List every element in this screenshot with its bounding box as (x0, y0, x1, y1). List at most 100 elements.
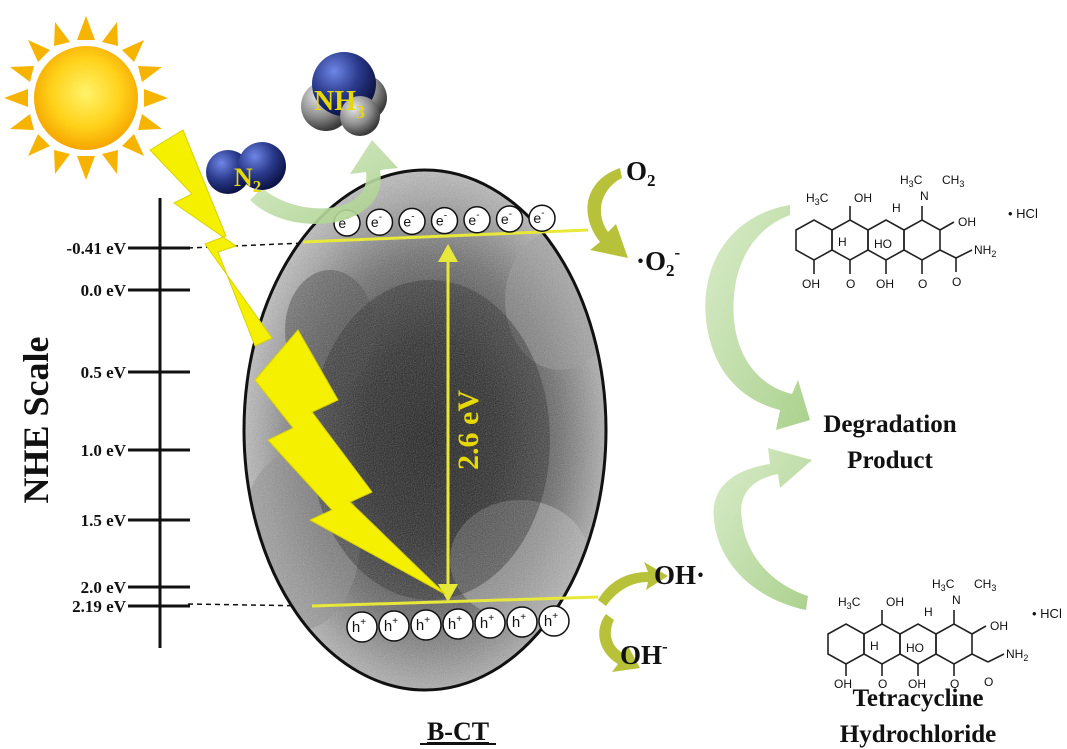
tetracycline-label: Tetracycline (853, 685, 984, 712)
nh3-label: NH3 (314, 86, 365, 122)
hole-icon: h+ (506, 606, 538, 638)
bandgap-arrow (438, 244, 458, 602)
svg-text:h+: h+ (416, 615, 430, 634)
hcl-label-top: • HCl (1008, 206, 1038, 221)
svg-text:H: H (870, 639, 879, 653)
hole-icon: h+ (378, 610, 410, 642)
scale-tick-label-0: -0.41 eV (67, 239, 127, 258)
svg-text:H3C: H3C (838, 595, 861, 611)
svg-text:N: N (920, 189, 929, 203)
svg-text:CH3: CH3 (942, 173, 964, 189)
scale-tick-label-5: 2.0 eV (81, 578, 127, 597)
oh-oxidation-arrow (598, 562, 668, 606)
o2-label: O2 (626, 156, 656, 190)
hydroxide-to-radical-arrow (599, 614, 640, 672)
catalyst-tem-image (242, 168, 608, 692)
svg-text:O: O (846, 277, 855, 291)
scale-tick-label-4: 1.5 eV (81, 511, 127, 530)
scale-ticks: -0.41 eV 0.0 eV 0.5 eV 1.0 eV 1.5 eV 2.0 eV2.… (67, 239, 190, 616)
nh3-molecule-icon (301, 52, 387, 136)
n2-to-nh3-arrow (250, 140, 398, 224)
scale-tick-label-1: 0.0 eV (81, 281, 127, 300)
svg-text:e-: e- (371, 212, 382, 230)
svg-text:NH2: NH2 (974, 243, 996, 259)
svg-text:NH2: NH2 (1006, 647, 1028, 663)
svg-text:h+: h+ (352, 617, 366, 636)
scale-tick-label-2: 0.5 eV (81, 363, 127, 382)
hole-icon: h+ (346, 611, 378, 643)
svg-text:HO: HO (906, 641, 924, 655)
electron-icon: e- (495, 205, 524, 233)
degradation-product-label: Degradation (823, 411, 956, 438)
svg-text:e-: e- (436, 211, 447, 229)
hcl-label-bottom: • HCl (1032, 606, 1062, 621)
svg-text:e-: e- (403, 211, 414, 229)
catalyst-name-label: B-CT (427, 717, 489, 746)
svg-text:h+: h+ (512, 612, 526, 631)
svg-text:HO: HO (874, 237, 892, 251)
svg-text:h+: h+ (544, 611, 558, 630)
electron-row: e-e-e-e-e-e-e- (333, 204, 556, 237)
n2-label: N2 (234, 163, 261, 196)
svg-text:OH: OH (854, 191, 872, 205)
svg-text:O: O (952, 275, 961, 289)
svg-text:O: O (918, 277, 927, 291)
svg-text:OH: OH (834, 677, 852, 691)
hole-icon: h+ (474, 607, 506, 639)
valence-band-line (311, 595, 599, 608)
svg-text:O: O (984, 675, 993, 689)
svg-text:H: H (892, 201, 901, 215)
hole-icon: h+ (538, 605, 570, 637)
hole-row: h+ h+ h+ h+ h+ h+ h+ (346, 605, 570, 643)
svg-text:H: H (838, 235, 847, 249)
svg-text:e-: e- (533, 208, 544, 226)
scale-tick-label-3: 1.0 eV (81, 441, 127, 460)
svg-text:OH: OH (990, 619, 1008, 633)
electron-icon: e- (398, 207, 426, 236)
svg-text:OH: OH (802, 277, 820, 291)
svg-text:H: H (924, 605, 933, 619)
superoxide-label: ·O2- (636, 243, 681, 280)
bandgap-label: 2.6 eV (452, 390, 485, 470)
svg-text:H3C: H3C (806, 191, 829, 207)
svg-text:e-: e- (468, 210, 479, 228)
svg-text:OH: OH (886, 595, 904, 609)
svg-text:h+: h+ (448, 614, 462, 633)
svg-text:e-: e- (501, 209, 512, 227)
tetracycline-structure-bottom: H3C OH H3C N CH3 H H HO OH NH2 OH O OH O… (827, 577, 1062, 691)
bottom-degradation-arrow (713, 448, 812, 610)
sun-icon (4, 16, 168, 180)
conduction-band-line (302, 228, 589, 244)
scale-tick-label-6: 2.19 eV (72, 597, 127, 616)
hole-icon: h+ (442, 608, 474, 640)
hole-icon: h+ (410, 609, 442, 641)
n2-molecule-icon (206, 142, 286, 194)
svg-text:OH: OH (958, 215, 976, 229)
degradation-product-label-line2: Product (847, 447, 933, 474)
nhe-scale-title: NHE Scale (16, 336, 56, 503)
svg-text:H3C: H3C (900, 173, 923, 189)
o2-reduction-arrow (587, 168, 628, 258)
electron-icon: e- (430, 206, 459, 235)
tetracycline-label-line2: Hydrochloride (840, 721, 996, 748)
svg-text:O: O (950, 677, 959, 691)
electron-icon: e- (365, 208, 394, 236)
hydroxide-label: OH- (620, 637, 668, 670)
svg-text:CH3: CH3 (974, 577, 996, 593)
svg-text:O: O (878, 677, 887, 691)
tetracycline-structure-top: H3C OH H3C N CH3 H H HO OH NH2 OH O OH O… (795, 173, 1038, 291)
svg-text:h+: h+ (384, 616, 398, 635)
lightning-bolt-icon (254, 329, 446, 595)
svg-text:H3C: H3C (932, 577, 955, 593)
svg-text:N: N (952, 593, 961, 607)
electron-icon: e- (528, 204, 556, 232)
lightning-bolt-icon (149, 129, 273, 347)
top-degradation-arrow (705, 205, 810, 430)
hydroxyl-radical-label: OH· (654, 560, 705, 590)
svg-text:OH: OH (876, 277, 894, 291)
svg-text:h+: h+ (480, 613, 494, 632)
electron-icon: e- (463, 206, 491, 234)
svg-text:OH: OH (908, 677, 926, 691)
nhe-scale-axis: -0.41 eV 0.0 eV 0.5 eV 1.0 eV 1.5 eV 2.0 eV2.… (16, 198, 190, 648)
